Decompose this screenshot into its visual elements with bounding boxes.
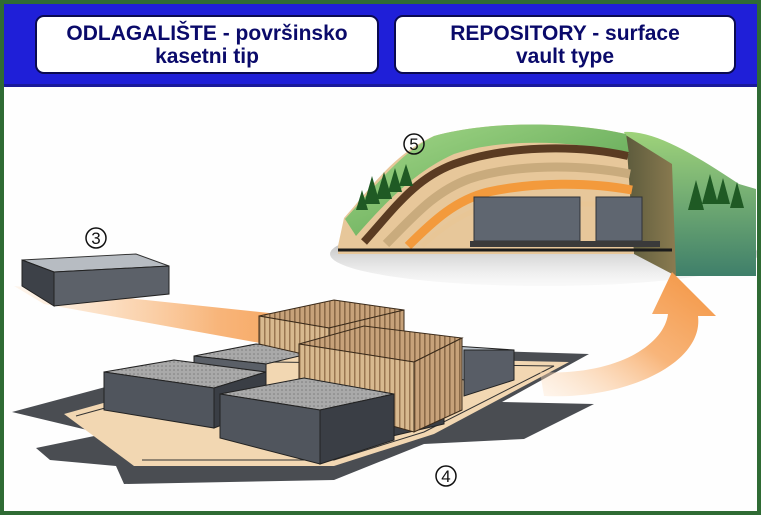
marker-4-circle <box>435 465 457 487</box>
layer-clay <box>361 144 629 245</box>
marker-3-circle <box>85 227 107 249</box>
vault-cross-section: 5 <box>330 124 757 286</box>
header-bar: ODLAGALIŠTE - površinsko kasetni tip REP… <box>4 4 757 87</box>
vault-front-side <box>319 393 395 465</box>
trees-left <box>356 164 413 210</box>
marker-5-label: 5 <box>409 135 418 154</box>
title-english-line1: REPOSITORY - surface <box>450 21 680 45</box>
shelter-front-side <box>413 337 463 433</box>
vault-cell-1 <box>473 196 581 242</box>
vault-back-right-front <box>463 349 515 397</box>
title-croatian: ODLAGALIŠTE - površinsko kasetni tip <box>35 15 379 74</box>
site-vaults: 4 <box>103 299 515 487</box>
title-english: REPOSITORY - surface vault type <box>394 15 736 74</box>
marker-5-circle <box>403 133 425 155</box>
waste-package: 3 <box>21 227 170 307</box>
layer-gravel <box>382 162 631 248</box>
package-front <box>53 265 170 307</box>
vault-cell-2 <box>595 196 643 242</box>
title-english-line2: vault type <box>515 44 615 68</box>
vault-base-slab <box>470 241 660 247</box>
trees-right <box>688 174 744 210</box>
title-croatian-line1: ODLAGALIŠTE - površinsko <box>66 21 348 45</box>
flow-arrow-repository <box>540 272 716 397</box>
repository-scene: 5 3 <box>12 124 757 487</box>
layer-drain <box>404 179 633 250</box>
marker-4-label: 4 <box>441 467 450 486</box>
title-croatian-line2: kasetni tip <box>155 44 259 68</box>
marker-3-label: 3 <box>91 229 100 248</box>
mound-grass <box>345 124 629 236</box>
